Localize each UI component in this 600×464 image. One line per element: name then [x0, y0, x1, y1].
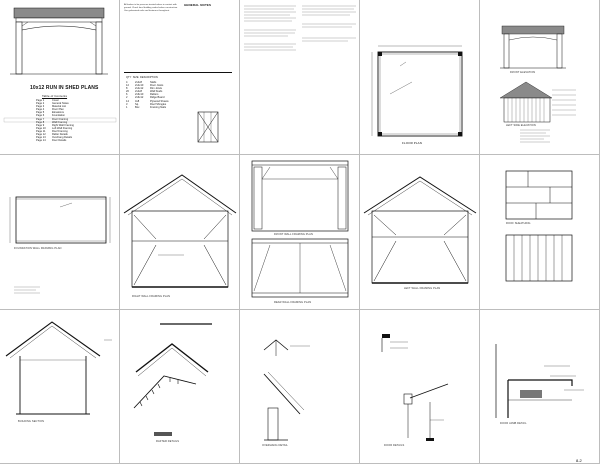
sheet-materials: All lumber to be pressure treated where … — [120, 0, 240, 155]
sheet-left-wall: LEFT WALL FRAMING PLAN — [360, 155, 480, 310]
rear-wall-label: REAR WALL FRAMING PLAN — [274, 301, 312, 304]
notes-text: All lumber to be pressure treated where … — [124, 4, 178, 12]
sheet-roof-sheathing: ROOF SHEATHING — [480, 155, 600, 310]
door-jamb-drawing — [495, 344, 584, 418]
front-rear-wall-drawing — [251, 160, 349, 298]
sheet-door-jamb: DOOR JAMB DETAIL 8-2 — [480, 310, 600, 464]
sheet-building-section: BUILDING SECTION — [0, 310, 120, 464]
roof-sheathing-drawing — [505, 170, 573, 282]
left-wall-label: LEFT WALL FRAMING PLAN — [404, 287, 441, 290]
sheet-overhang: OVERHANG DETAIL — [240, 310, 360, 464]
sheet-right-wall: RIGHT WALL FRAMING PLAN — [120, 155, 240, 310]
right-wall-drawing — [123, 174, 237, 288]
door-details-label: DOOR DETAILS — [384, 444, 405, 447]
door-jamb-label: DOOR JAMB DETAIL — [500, 422, 527, 425]
page-number: 8-2 — [576, 458, 582, 463]
overhang-drawing — [263, 339, 310, 441]
elevations-drawing — [499, 25, 576, 143]
overhang-label: OVERHANG DETAIL — [262, 444, 288, 447]
front-elevation-label: FRONT ELEVATION — [510, 71, 536, 74]
materials-drawing — [124, 72, 232, 143]
sheet-cover: 10x12 RUN IN SHED PLANS Table of Content… — [0, 0, 120, 155]
sheet-notes — [240, 0, 360, 155]
sheet-rafter-details: RAFTER DETAILS — [120, 310, 240, 464]
sheet-foundation: FOUNDATION WALL FRAMING PLAN — [0, 155, 120, 310]
roof-sheathing-label: ROOF SHEATHING — [506, 222, 531, 225]
building-section-label: BUILDING SECTION — [18, 420, 45, 423]
sheet-front-rear-wall: FRONT WALL FRAMING PLAN REAR WALL FRAMIN… — [240, 155, 360, 310]
cover-drawing — [3, 7, 117, 123]
left-wall-drawing — [363, 176, 477, 284]
notes-heading: GENERAL NOTES — [184, 3, 212, 7]
sheet-floor-plan: FLOOR PLAN — [360, 0, 480, 155]
left-elevation-label: LEFT SIDE ELEVATION — [506, 124, 536, 127]
floor-plan-label: FLOOR PLAN — [402, 141, 423, 145]
door-details-drawing — [381, 334, 449, 441]
material-headers: QTY SIZE DESCRIPTION — [126, 76, 158, 79]
notes-drawing — [244, 5, 356, 51]
building-section-drawing — [5, 321, 112, 415]
toc-heading: Table of Contents — [42, 94, 68, 98]
foundation-drawing — [9, 196, 111, 294]
sheet-door-details: DOOR DETAILS — [360, 310, 480, 464]
right-wall-label: RIGHT WALL FRAMING PLAN — [132, 295, 171, 298]
foundation-label: FOUNDATION WALL FRAMING PLAN — [14, 247, 62, 250]
rafter-details-label: RAFTER DETAILS — [156, 440, 180, 443]
floor-plan-drawing — [371, 45, 463, 137]
sheet-elevations: FRONT ELEVATION LEFT SIDE ELEVATION — [480, 0, 600, 155]
cover-title: 10x12 RUN IN SHED PLANS — [30, 85, 99, 91]
front-wall-label: FRONT WALL FRAMING PLAN — [274, 233, 313, 236]
rafter-details-drawing — [133, 323, 212, 436]
